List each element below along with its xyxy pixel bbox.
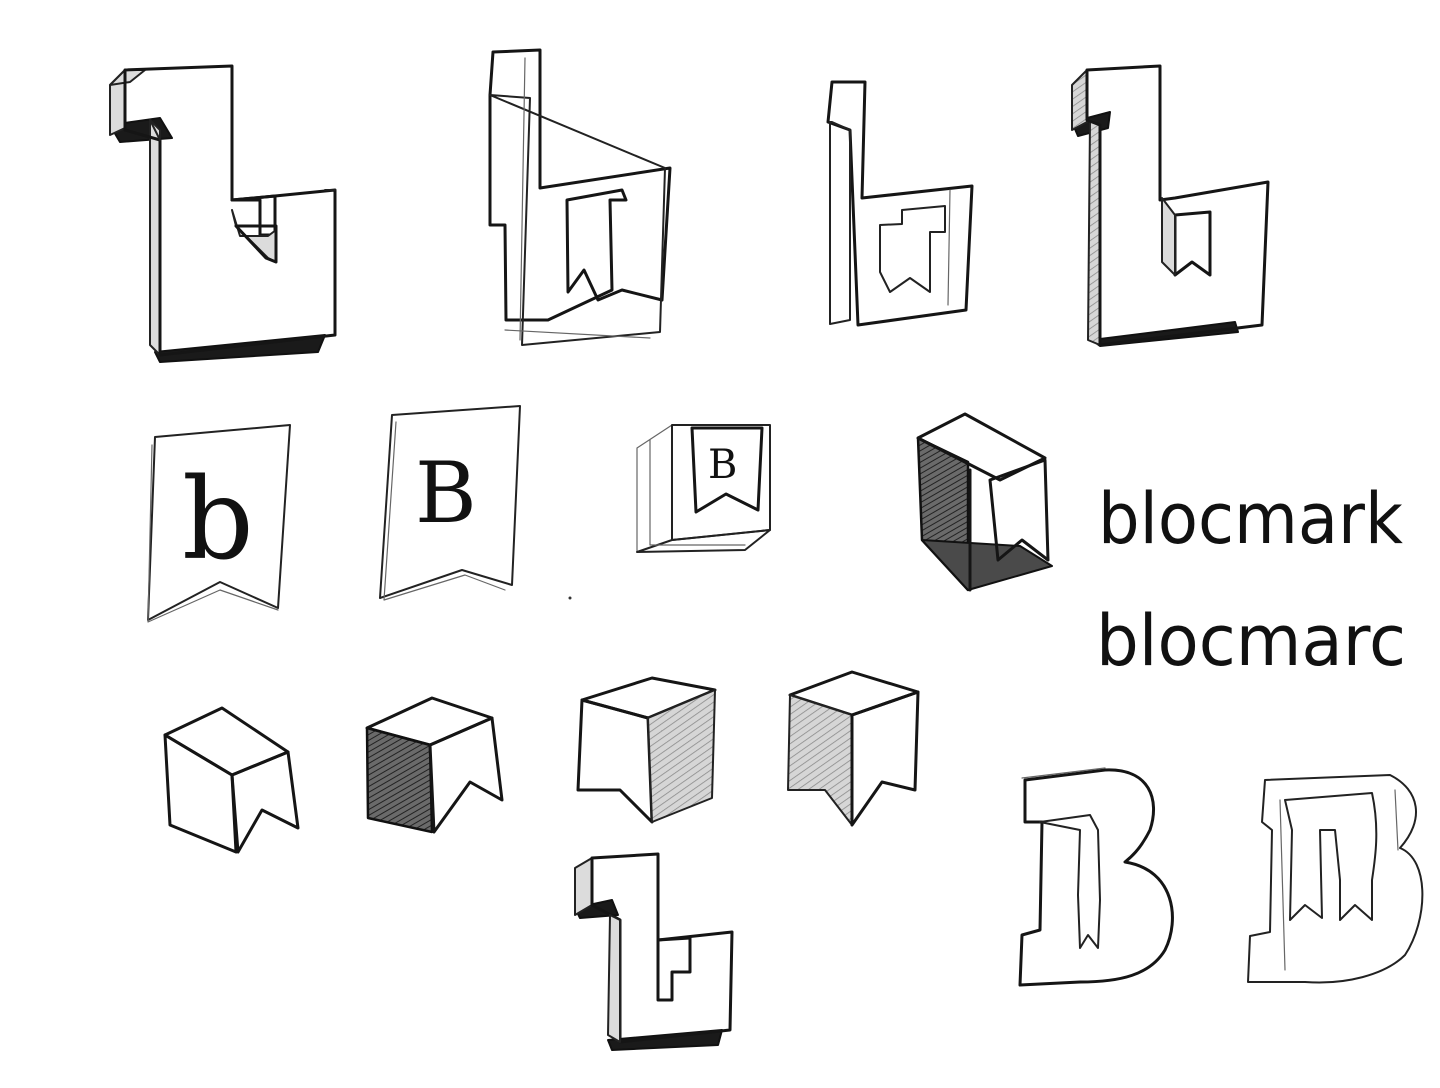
b-letterform-outline-sketch-2	[488, 48, 672, 346]
b-letterform-3d-ribbon-sketch-4	[1071, 64, 1270, 347]
banner-block-small-3d: B	[636, 424, 771, 553]
b-letterform-3d-sketch-5	[574, 852, 734, 1051]
b-letterform-3d-sketch-1	[109, 64, 337, 363]
banner-letter-small-B: B	[708, 442, 737, 488]
banner-badge-uppercase: B	[379, 405, 521, 601]
banner-letter-B: B	[415, 444, 477, 542]
B-letterform-bookmark-sketch-1	[1018, 767, 1174, 987]
banner-letter-b: b	[182, 455, 254, 585]
wordmark-blocmarc: blocmarc	[1096, 600, 1406, 682]
wordmark-blocmark: blocmark	[1098, 478, 1403, 560]
wordmark-group: blocmark blocmarc	[1096, 478, 1406, 682]
b-letterform-outline-sketch-3	[826, 80, 974, 327]
banner-badge-lowercase: b	[147, 424, 291, 623]
cube-bookmark-icon-4	[787, 670, 920, 827]
pencil-mark	[568, 596, 572, 600]
cube-bookmark-icon-2	[365, 696, 504, 834]
cube-bookmark-dark	[916, 412, 1053, 592]
cube-bookmark-icon-3	[576, 676, 717, 824]
cube-bookmark-icon-1	[163, 706, 300, 854]
B-letterform-bookmark-sketch-2	[1247, 774, 1424, 984]
